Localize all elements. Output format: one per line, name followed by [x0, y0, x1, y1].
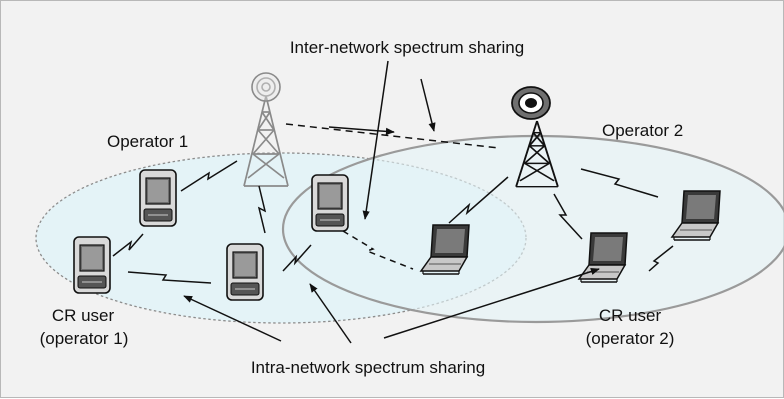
- cr-user2-label-line1: CR user: [599, 306, 662, 325]
- link-pda3-pda4: [127, 271, 212, 284]
- link-pda2-laptop1: [342, 230, 414, 270]
- link-tower2-laptop3: [553, 193, 583, 240]
- cr-user2-label-line2: (operator 2): [586, 329, 675, 348]
- link-laptop3-laptop2: [648, 245, 674, 272]
- pda-icon: [226, 243, 264, 301]
- intra-network-label: Intra-network spectrum sharing: [251, 358, 485, 377]
- wireless-links: [112, 160, 674, 284]
- operator1-tower-icon: [243, 72, 289, 187]
- cr-user1-label-line2: (operator 1): [40, 329, 129, 348]
- operator2-label: Operator 2: [602, 121, 683, 140]
- link-tower1-pda4: [257, 185, 267, 234]
- pda-icon: [139, 169, 177, 227]
- link-pda3-pda1: [112, 233, 144, 257]
- operator2-tower-icon: [511, 86, 559, 188]
- link-tower2-laptop2: [580, 168, 659, 198]
- inter-arrow-to-dashed-link: [362, 60, 389, 220]
- annotation-arrows: [183, 60, 600, 344]
- inter-arrow-to-tower-link: [420, 78, 436, 132]
- link-pda1-tower1: [180, 160, 238, 192]
- tower-interconnect-link: [285, 123, 500, 149]
- link-laptop1-tower2: [448, 176, 509, 224]
- inter-network-label: Inter-network spectrum sharing: [290, 38, 524, 57]
- intra-arrow-to-center-link: [309, 283, 352, 344]
- intra-arrow-to-user1: [183, 295, 282, 342]
- pda-icon: [73, 236, 111, 294]
- link-pda4-pda2: [282, 244, 312, 272]
- operator1-label: Operator 1: [107, 132, 188, 151]
- pda-icon: [311, 174, 349, 232]
- cr-user1-label-line1: CR user: [52, 306, 115, 325]
- intra-arrow-to-operator2: [383, 268, 600, 339]
- inter-arrow-to-top-link: [328, 126, 395, 135]
